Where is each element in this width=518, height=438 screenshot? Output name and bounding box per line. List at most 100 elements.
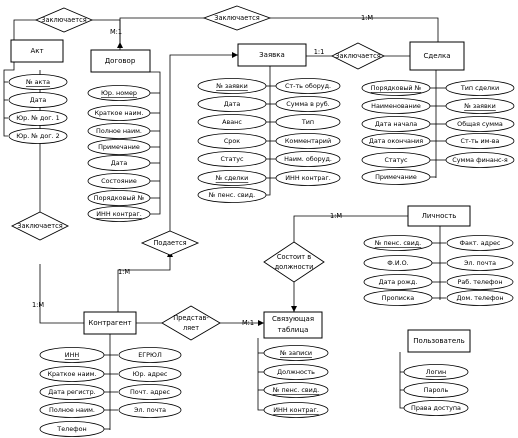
relation-zayavka-sdelka: Заключается: [330, 42, 386, 70]
cardinality-label: 1:M: [118, 268, 130, 276]
cardinality-label: 1:1: [314, 48, 325, 56]
attribute-kontr-left-3: Полное наим.: [39, 402, 105, 418]
attribute-ellipse: [263, 345, 329, 361]
attribute-ellipse: [39, 402, 105, 418]
entity-label: Пользователь: [413, 337, 465, 345]
attribute-ellipse: [403, 382, 469, 398]
attribute-label: Порядковый №: [94, 194, 144, 202]
attribute-label: ИНН контраг.: [285, 174, 330, 182]
attribute-label: Должность: [277, 368, 315, 376]
arrowhead-up: [117, 42, 123, 48]
entity-akt: Акт: [10, 39, 64, 63]
attribute-label: Краткое наим.: [94, 109, 143, 117]
attribute-ellipse: [363, 255, 433, 271]
attribute-svyaz-attrs-2: № пенс. свид.: [263, 382, 329, 398]
attribute-label: Ст-ть им-ва: [461, 137, 500, 145]
attribute-label: Эл. почта: [464, 259, 496, 267]
entity-svyazuyushchaya: Связующая таблица: [263, 311, 323, 339]
entity-sdelka: Сделка: [409, 41, 465, 71]
attribute-ellipse: [446, 235, 514, 251]
attribute-label: Статус: [220, 155, 244, 163]
entity-label: Заявка: [259, 51, 285, 59]
attribute-lichnost-left-3: Прописка: [363, 290, 433, 306]
attribute-polz-attrs-0: Логин: [403, 364, 469, 380]
attribute-lichnost-right-0: Факт. адрес: [446, 235, 514, 251]
attribute-ellipse: [403, 400, 469, 416]
attribute-label: Права доступа: [411, 404, 461, 412]
attribute-label: Дом. телефон: [456, 294, 503, 302]
attribute-ellipse: [275, 133, 341, 149]
attribute-zayavka-right-5: ИНН контраг.: [275, 170, 341, 186]
attribute-label: Примечание: [375, 173, 417, 181]
attribute-label: Порядковый №: [371, 84, 421, 92]
attribute-dogovor-attrs-6: Порядковый №: [87, 190, 151, 206]
attribute-svyaz-attrs-3: ИНН контраг.: [263, 402, 329, 418]
attribute-ellipse: [361, 98, 431, 114]
attribute-ellipse: [361, 80, 431, 96]
attribute-label: Сумма в руб.: [286, 100, 329, 108]
attribute-ellipse: [197, 78, 267, 94]
attribute-label: № заявки: [215, 82, 248, 90]
cardinality-label: M:1: [242, 319, 254, 327]
attribute-label: Дата: [224, 100, 241, 108]
attribute-dogovor-attrs-1: Краткое наим.: [87, 105, 151, 121]
attribute-label: Наименование: [371, 102, 421, 110]
attribute-label: ЕГРЮЛ: [138, 351, 162, 359]
attribute-polz-attrs-1: Пароль: [403, 382, 469, 398]
attribute-label: № пенс. свид.: [374, 239, 421, 247]
attribute-ellipse: [446, 274, 514, 290]
entity-lichnost: Личность: [407, 205, 471, 227]
relation-label: Заключается: [17, 222, 62, 230]
attribute-ellipse: [87, 139, 151, 155]
entity-label: Договор: [105, 57, 136, 65]
attribute-polz-attrs-2: Права доступа: [403, 400, 469, 416]
attribute-label: Комментарий: [285, 137, 331, 145]
relation-podaetsya: Подается: [140, 230, 200, 256]
attribute-dogovor-attrs-0: Юр. номер: [87, 85, 151, 101]
relation-label: Состоит в: [277, 253, 311, 261]
attribute-akt-attrs-1: Дата: [8, 92, 68, 108]
attribute-label: Раб. телефон: [458, 278, 503, 286]
relation-label: Представ-: [173, 314, 209, 322]
attribute-ellipse: [445, 98, 515, 114]
arrowhead-right: [258, 320, 264, 326]
attribute-label: Телефон: [56, 425, 86, 433]
attribute-ellipse: [87, 105, 151, 121]
attribute-ellipse: [197, 170, 267, 186]
attribute-label: № сделки: [215, 174, 249, 182]
attribute-zayavka-right-3: Комментарий: [275, 133, 341, 149]
cardinality-label: 1:M: [361, 14, 373, 22]
attribute-sdelka-left-4: Статус: [361, 152, 431, 168]
attribute-label: Примечание: [98, 143, 140, 151]
entity-label: Сделка: [423, 52, 450, 60]
relation-dogovor-sdelka: Заключается: [202, 5, 272, 31]
entity-label: Акт: [30, 47, 43, 55]
attribute-ellipse: [87, 85, 151, 101]
attribute-ellipse: [275, 170, 341, 186]
relation-kontragent-akt: Заключается: [10, 211, 70, 241]
entity-dogovor: Договор: [90, 49, 151, 73]
attribute-kontr-left-0: ИНН: [39, 347, 105, 363]
attribute-ellipse: [445, 152, 515, 168]
attribute-ellipse: [39, 347, 105, 363]
relation-label: должности: [275, 263, 314, 271]
attribute-ellipse: [118, 366, 182, 382]
attribute-label: Дата окончания: [369, 137, 423, 145]
attribute-label: Дата: [111, 159, 128, 167]
attribute-zayavka-left-6: № пенс. свид.: [197, 187, 267, 203]
attribute-label: Факт. адрес: [460, 239, 501, 247]
attribute-sdelka-left-5: Примечание: [361, 169, 431, 185]
attribute-label: Тип: [301, 118, 314, 126]
attribute-lichnost-left-2: Дата рожд.: [363, 274, 433, 290]
attribute-ellipse: [403, 364, 469, 380]
attribute-label: Срок: [224, 137, 240, 145]
attribute-ellipse: [8, 92, 68, 108]
attribute-lichnost-right-1: Эл. почта: [446, 255, 514, 271]
attribute-ellipse: [197, 187, 267, 203]
entity-label: Контрагент: [88, 319, 131, 327]
attribute-ellipse: [39, 366, 105, 382]
attribute-zayavka-left-4: Статус: [197, 151, 267, 167]
attribute-ellipse: [446, 290, 514, 306]
attribute-label: ИНН: [65, 351, 80, 359]
